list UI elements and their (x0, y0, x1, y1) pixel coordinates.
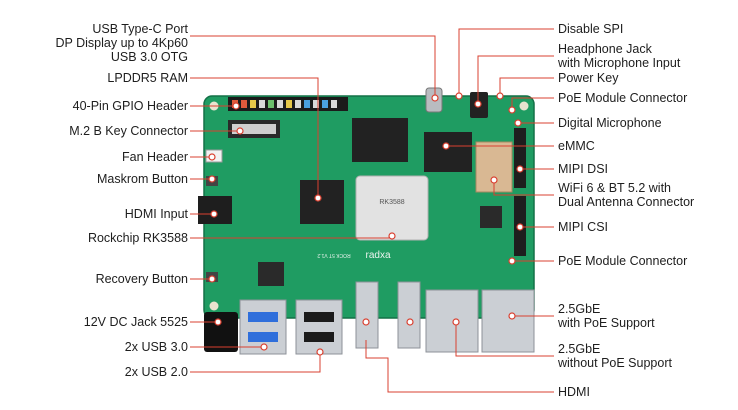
label-lpddr5-ram: LPDDR5 RAM (107, 71, 188, 85)
hdmi-input-port (198, 196, 232, 224)
mount-hole (519, 101, 529, 111)
label-mipi-csi: MIPI CSI (558, 220, 609, 234)
label-mipi-dsi: MIPI DSI (558, 162, 609, 176)
mipi-dsi-connector (514, 128, 526, 188)
label-power-key: Power Key (558, 71, 619, 85)
label-rockchip-soc: Rockchip RK3588 (87, 231, 188, 245)
ethernet-port-nopoe (425, 289, 479, 353)
ic-small (480, 206, 502, 228)
ram-chip-left (300, 180, 344, 224)
label-poe-connector-bottom: PoE Module Connector (558, 254, 688, 268)
label-hdmi-input: HDMI Input (124, 207, 188, 221)
leader-usb2 (190, 352, 321, 373)
label-digital-mic: Digital Microphone (558, 116, 662, 130)
leader-wifi (493, 180, 554, 196)
label-headphone-jack: Headphone Jack with Microphone Input (558, 42, 681, 70)
ethernet-port-poe (481, 289, 535, 353)
ram-chip-top (352, 118, 408, 162)
label-wifi-bt: WiFi 6 & BT 5.2 with Dual Antenna Connec… (558, 181, 695, 209)
leader-disable-spi (458, 28, 554, 96)
leader-eth-nopoe (455, 322, 554, 357)
leader-power (499, 77, 554, 96)
leader-poe-top (511, 97, 554, 110)
label-eth-poe: 2.5GbE with PoE Support (558, 302, 655, 330)
mount-hole (209, 301, 219, 311)
label-eth-nopoe: 2.5GbE without PoE Support (558, 342, 672, 370)
label-maskrom-button: Maskrom Button (96, 172, 188, 186)
board-logo: radxa (365, 250, 390, 261)
dc-jack-body (204, 312, 238, 352)
emmc-chip (424, 132, 472, 172)
leader-lpddr5 (190, 77, 319, 198)
board-silkscreen: ROCK 5T V1.2 (317, 252, 350, 258)
label-recovery-button: Recovery Button (95, 272, 188, 286)
label-gpio-header: 40-Pin GPIO Header (72, 99, 188, 113)
label-usb2: 2x USB 2.0 (124, 365, 188, 379)
gpio-header-pins (228, 97, 348, 111)
ic-small (258, 262, 284, 286)
label-usb-type-c-port: USB Type-C Port DP Display up to 4Kp60 U… (55, 22, 189, 64)
label-dc-jack: 12V DC Jack 5525 (83, 315, 188, 329)
label-disable-spi: Disable SPI (558, 22, 624, 36)
label-hdmi-out: HDMI (558, 385, 590, 399)
label-poe-connector-top: PoE Module Connector (558, 91, 688, 105)
soc-heatspreader (355, 175, 429, 241)
label-usb3: 2x USB 3.0 (124, 340, 188, 354)
leader-hdmi-out (365, 340, 554, 393)
leader-lines (190, 28, 554, 393)
soc-marking: RK3588 (379, 199, 404, 206)
usb2-port (295, 299, 343, 355)
label-fan-header: Fan Header (121, 150, 188, 164)
usb3-port (239, 299, 287, 355)
hdmi-out-port (397, 281, 421, 349)
hdmi-out-port (355, 281, 379, 349)
leader-usb-type-c (190, 35, 436, 98)
leader-dots (208, 92, 524, 356)
leader-headphone (477, 55, 554, 104)
label-m2-connector: M.2 B Key Connector (69, 124, 188, 138)
label-emmc: eMMC (558, 139, 595, 153)
